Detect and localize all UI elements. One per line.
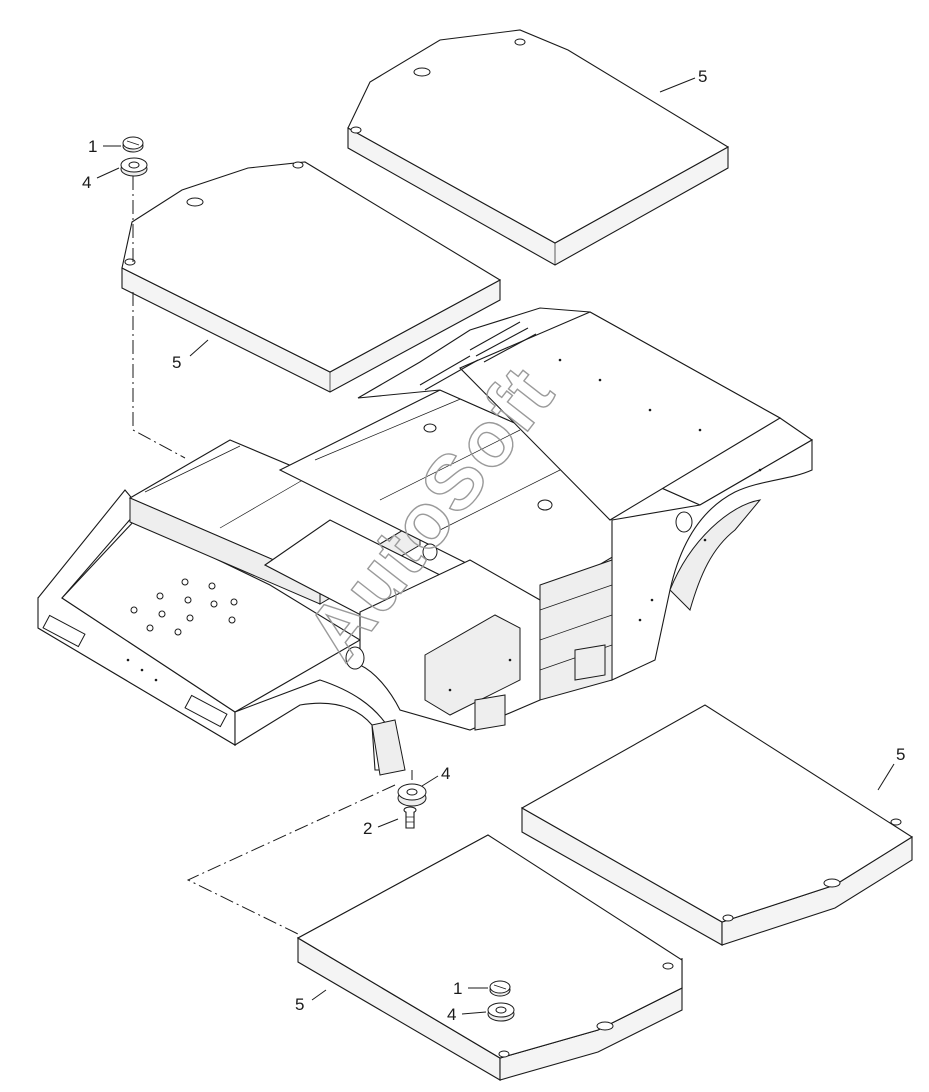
callout-leaders	[96, 77, 895, 1015]
rubber-mount-mid	[397, 783, 427, 807]
callout-5-top-right: 5	[698, 67, 707, 86]
hood-vents	[419, 321, 537, 391]
rubber-mount-top	[120, 157, 148, 177]
main-frame	[37, 307, 814, 776]
callout-1-top: 1	[88, 137, 97, 156]
callout-labels: 1 4 5 5 4 2 5 5 1 4	[82, 67, 905, 1024]
deck-holes	[130, 578, 238, 636]
callout-4-top: 4	[82, 173, 91, 192]
callout-5-bottom-left: 5	[295, 995, 304, 1014]
callout-4-bottom: 4	[447, 1005, 456, 1024]
insulation-pad-top-left	[121, 161, 502, 393]
insulation-pad-top-right	[347, 29, 730, 266]
assembly-lines	[132, 176, 413, 936]
callout-5-bottom-right: 5	[896, 745, 905, 764]
callout-2-mid: 2	[363, 819, 372, 838]
callout-5-top-left: 5	[172, 353, 181, 372]
nut-top	[122, 136, 144, 153]
nut-bottom	[489, 980, 511, 997]
rubber-mount-bottom	[487, 1002, 515, 1022]
bolt-mid	[403, 806, 417, 829]
callout-1-bottom: 1	[453, 979, 462, 998]
insulation-pad-bottom-left	[296, 834, 683, 1081]
insulation-pad-bottom-right	[520, 704, 914, 946]
callout-4-mid: 4	[441, 764, 450, 783]
rivets	[126, 358, 762, 692]
